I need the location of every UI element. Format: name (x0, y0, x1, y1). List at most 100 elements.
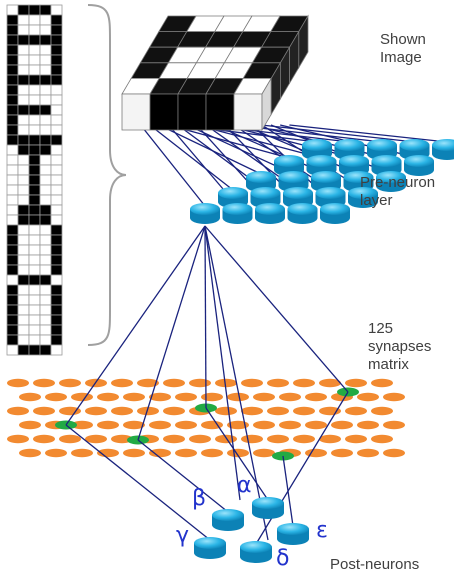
bitmap-pixel (6, 294, 19, 306)
shown-image-pixel-side (298, 14, 309, 70)
post-neuron-label-alpha: α (237, 473, 252, 498)
bitmap-pixel (17, 154, 30, 166)
synapse-label-line2: synapses (368, 338, 432, 355)
shown-image-pixel-front (233, 93, 263, 131)
synapse (345, 378, 367, 388)
synapse (71, 420, 93, 430)
synapse (19, 448, 41, 458)
pre-neuron (334, 139, 365, 160)
synapse-label-line1: 125 (368, 320, 394, 337)
bitmap-pixel (50, 24, 63, 36)
bitmap-pixel (17, 134, 30, 146)
synapse (45, 448, 67, 458)
bitmap-pixel (17, 114, 30, 126)
synapse (175, 448, 197, 458)
synapse (163, 406, 185, 416)
bitmap-pixel (39, 194, 52, 206)
bitmap-pixel (39, 214, 52, 226)
synapse (123, 392, 145, 402)
bitmap-pixel (6, 154, 19, 166)
bitmap-pixel (6, 264, 19, 276)
synapse (357, 448, 379, 458)
bitmap-pixel (28, 54, 41, 66)
bitmap-pixel (39, 204, 52, 216)
bitmap-pixel (39, 74, 52, 86)
bitmap-pixel (17, 74, 30, 86)
synapse (357, 420, 379, 430)
bitmap-pixel (39, 264, 52, 276)
synapses-matrix-label: 125 synapses matrix (368, 320, 431, 374)
bitmap-pixel (28, 344, 41, 356)
bitmap-pixel (50, 44, 63, 56)
pixel-to-neuron-line (224, 124, 355, 159)
bitmap-pixel (17, 334, 30, 346)
pixel-to-neuron-line (289, 124, 448, 143)
bitmap-pixel (28, 84, 41, 96)
bitmap-pixel (17, 84, 30, 96)
bitmap-pixel (17, 284, 30, 296)
bitmap-pixel (28, 304, 41, 316)
bitmap-pixel (39, 4, 52, 16)
bitmap-pixel (28, 244, 41, 256)
bitmap-pixel (6, 194, 19, 206)
bitmap-pixel (28, 124, 41, 136)
synapse (331, 420, 353, 430)
post-neurons-label: Post-neurons (330, 556, 420, 573)
synapse (111, 406, 133, 416)
bitmap-pixel (28, 234, 41, 246)
bitmap-pixel (50, 104, 63, 116)
pre-neuron (320, 203, 350, 224)
synapse (293, 378, 315, 388)
synapse (305, 420, 327, 430)
bitmap-pixel (28, 204, 41, 216)
synapse (175, 392, 197, 402)
bitmap-pixel (39, 324, 52, 336)
letter-bitmap-E (6, 74, 63, 146)
synapse (331, 448, 353, 458)
bitmap-pixel (6, 184, 19, 196)
post-neuron-label-delta: δ (276, 546, 290, 571)
bitmap-pixel (50, 244, 63, 256)
synapse (345, 406, 367, 416)
synapse (59, 406, 81, 416)
bitmap-pixel (39, 94, 52, 106)
bitmap-pixel (6, 74, 19, 86)
bitmap-pixel (39, 144, 52, 156)
bitmap-pixel (6, 284, 19, 296)
synapse (59, 378, 81, 388)
bitmap-pixel (17, 194, 30, 206)
synapse (371, 434, 393, 444)
synapse (111, 378, 133, 388)
synapse (253, 448, 275, 458)
bitmap-pixel (50, 14, 63, 26)
bitmap-pixel (28, 164, 41, 176)
synapse (163, 434, 185, 444)
bitmap-pixel (39, 174, 52, 186)
synapse (123, 448, 145, 458)
bitmap-pixel (28, 294, 41, 306)
bitmap-pixel (6, 314, 19, 326)
bitmap-pixel (28, 14, 41, 26)
letter-bitmap-I (6, 144, 63, 216)
bitmap-pixel (6, 214, 19, 226)
synapse (279, 392, 301, 402)
bitmap-pixel (39, 64, 52, 76)
synapse-to-post-neuron-line (205, 407, 269, 501)
bitmap-pixel (39, 134, 52, 146)
synapse (279, 420, 301, 430)
bitmap-pixel (39, 254, 52, 266)
synapse (71, 392, 93, 402)
pre-neuron-label-line1: Pre-neuron (360, 174, 436, 191)
neuron-to-synapse-line (204, 225, 269, 541)
bitmap-pixel (50, 94, 63, 106)
synapse (7, 378, 29, 388)
bitmap-pixel (17, 254, 30, 266)
synapse (137, 378, 159, 388)
bitmap-pixel (6, 84, 19, 96)
shown-image-pixel-front (177, 93, 207, 131)
synapse (267, 378, 289, 388)
bitmap-pixel (6, 304, 19, 316)
bitmap-pixel (6, 134, 19, 146)
bitmap-pixel (6, 44, 19, 56)
synapse (175, 420, 197, 430)
